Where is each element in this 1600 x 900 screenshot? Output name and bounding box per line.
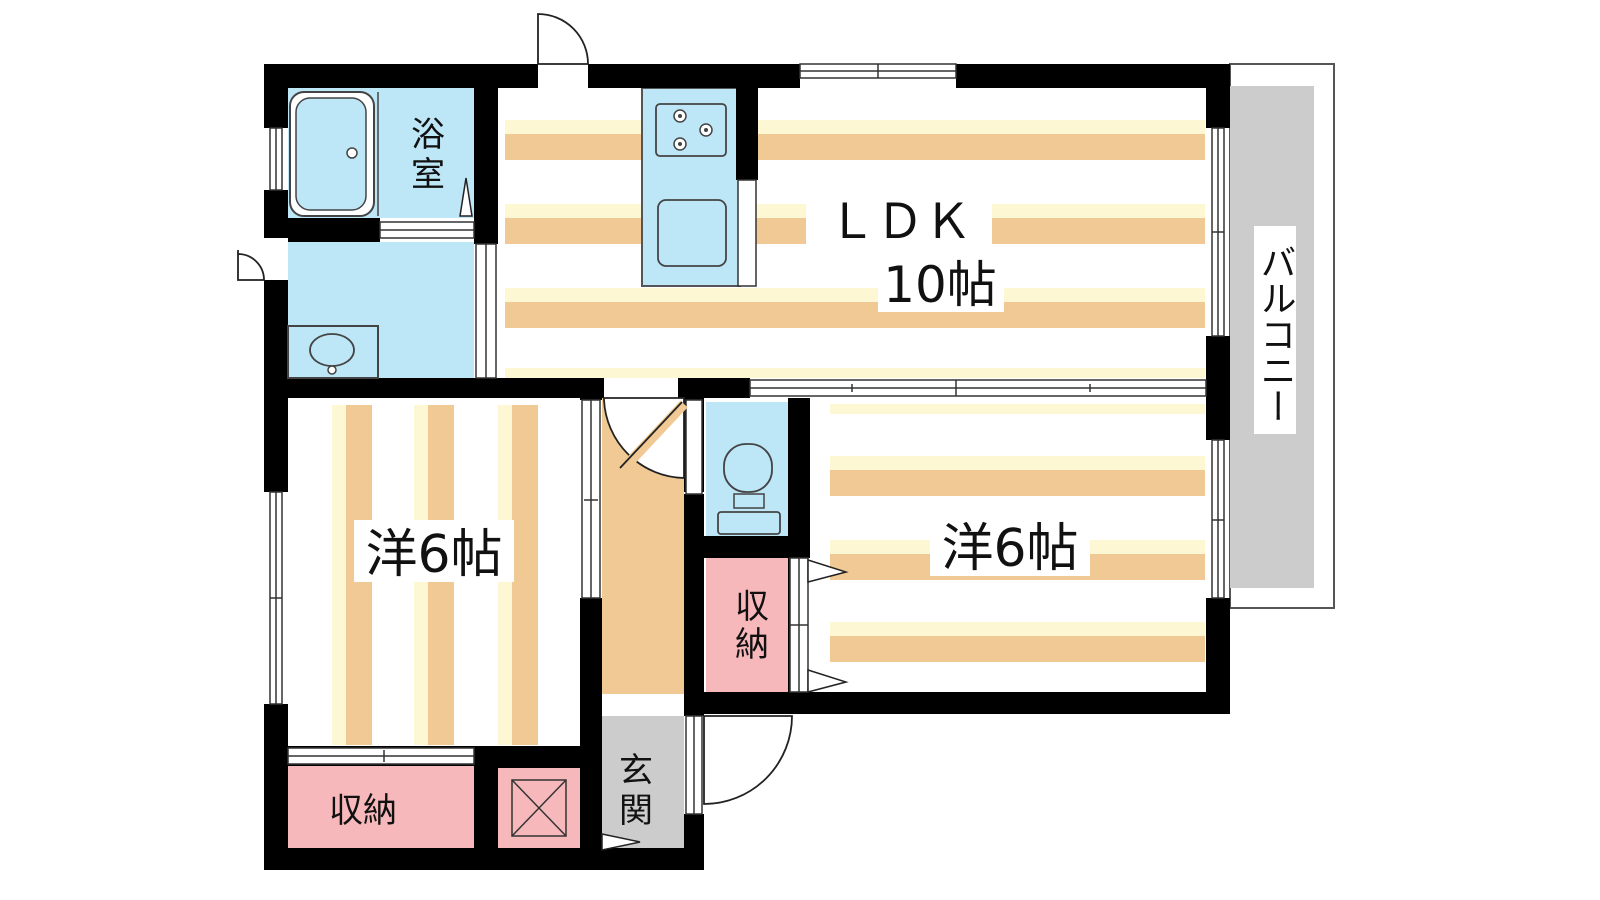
bath-label-line2: 室 bbox=[411, 155, 445, 195]
storage-right-label-line2: 納 bbox=[735, 625, 769, 665]
west-room-left-floor bbox=[288, 398, 580, 748]
walls bbox=[264, 64, 1230, 870]
entrance-label-line2: 関 bbox=[619, 791, 653, 831]
west-room-right-label: 洋6帖 bbox=[941, 519, 1078, 579]
storage-box-icon bbox=[511, 779, 567, 837]
bath-label-line1: 浴 bbox=[411, 115, 445, 155]
storage-left-label: 収納 bbox=[329, 791, 397, 831]
balcony-label: バルコニー bbox=[1255, 244, 1296, 424]
windows bbox=[269, 63, 1225, 815]
entrance-label-line1: 玄 bbox=[619, 751, 653, 791]
storage-left-floor bbox=[288, 766, 474, 848]
toilet-icon bbox=[717, 443, 781, 535]
storage-right-label-line1: 収 bbox=[735, 587, 769, 627]
door-marker-icons bbox=[459, 177, 849, 851]
sink-icon bbox=[657, 199, 727, 267]
storage-right-floor bbox=[706, 558, 790, 692]
ldk-name: ＬＤＫ bbox=[828, 194, 972, 250]
ldk-size: 10帖 bbox=[883, 256, 997, 314]
stove-icon bbox=[655, 103, 727, 157]
entrance-floor bbox=[602, 716, 684, 850]
west-room-left-label: 洋6帖 bbox=[365, 525, 502, 585]
door-swing-icon bbox=[237, 13, 793, 805]
washbasin-icon bbox=[287, 325, 379, 379]
bathtub-icon bbox=[289, 91, 379, 217]
